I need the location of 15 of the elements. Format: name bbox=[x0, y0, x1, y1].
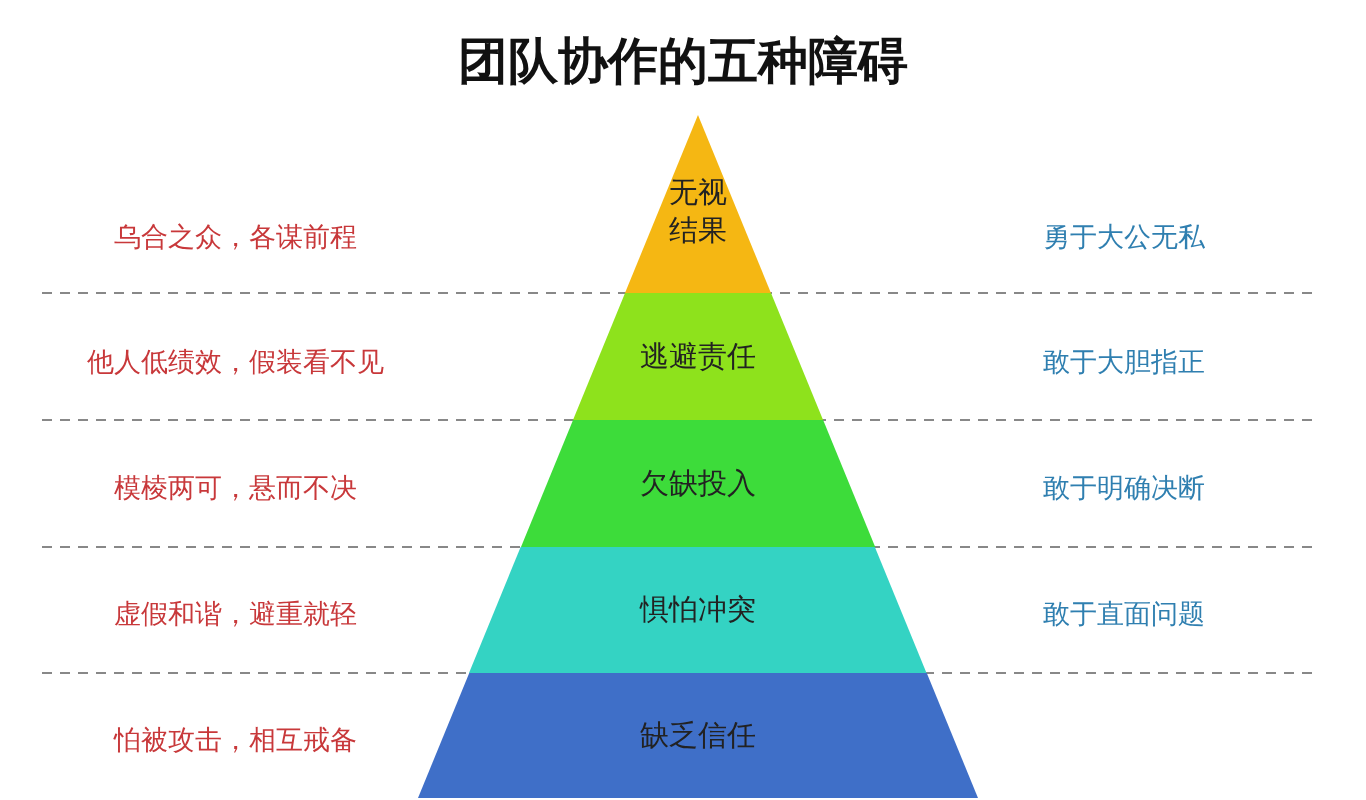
problem-text: 乌合之众，各谋前程 bbox=[112, 220, 358, 254]
layer-label: 欠缺投入 bbox=[640, 464, 756, 502]
solution-text: 敢于明确决断 bbox=[1043, 471, 1205, 505]
problem-text: 怕被攻击，相互戒备 bbox=[112, 723, 358, 757]
title: 团队协作的五种障碍 bbox=[457, 31, 909, 92]
solution-text: 敢于大胆指正 bbox=[1043, 345, 1205, 379]
solution-text: 敢于直面问题 bbox=[1043, 597, 1205, 631]
layer-label: 逃避责任 bbox=[640, 337, 756, 375]
layer-label: 惧怕冲突 bbox=[640, 591, 756, 629]
problem-text: 模棱两可，悬而不决 bbox=[112, 471, 358, 505]
solution-text: 勇于大公无私 bbox=[1043, 220, 1205, 254]
problem-text: 虚假和谐，避重就轻 bbox=[112, 597, 358, 631]
problem-text: 他人低绩效，假装看不见 bbox=[85, 345, 385, 379]
layer-label: 缺乏信任 bbox=[640, 716, 756, 754]
layer-label: 无视结果 bbox=[668, 174, 728, 249]
